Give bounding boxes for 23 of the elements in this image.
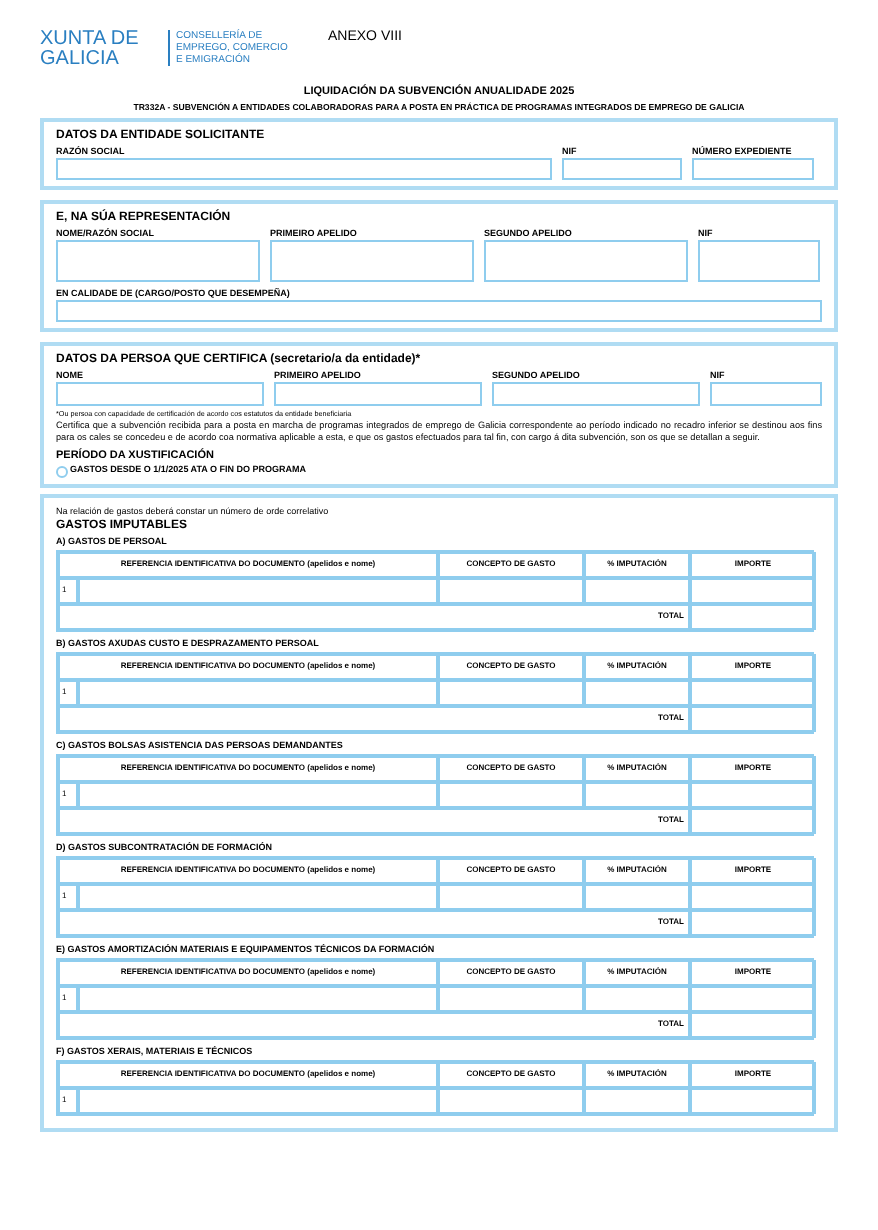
input-field: [692, 158, 814, 180]
header-text: XUNTA DE GALICIA: [40, 30, 141, 70]
expense-table: [56, 651, 814, 734]
expense-table: [56, 549, 814, 632]
input-field: [484, 240, 688, 282]
input-field: [274, 382, 482, 406]
expense-table: [56, 957, 814, 1040]
form-section: [40, 493, 838, 1132]
input-field: [698, 240, 820, 282]
form-section: [40, 118, 838, 190]
expense-table: [56, 1059, 814, 1116]
input-field: [56, 382, 264, 406]
input-field: [56, 300, 822, 322]
input-field: [56, 158, 552, 180]
form-section: [40, 200, 838, 332]
expense-table: [56, 753, 814, 836]
form-section: [40, 342, 838, 488]
expense-table: [56, 855, 814, 938]
input-field: [270, 240, 474, 282]
input-field: [562, 158, 682, 180]
input-field: [56, 240, 260, 282]
input-field: [710, 382, 822, 406]
input-field: [492, 382, 700, 406]
